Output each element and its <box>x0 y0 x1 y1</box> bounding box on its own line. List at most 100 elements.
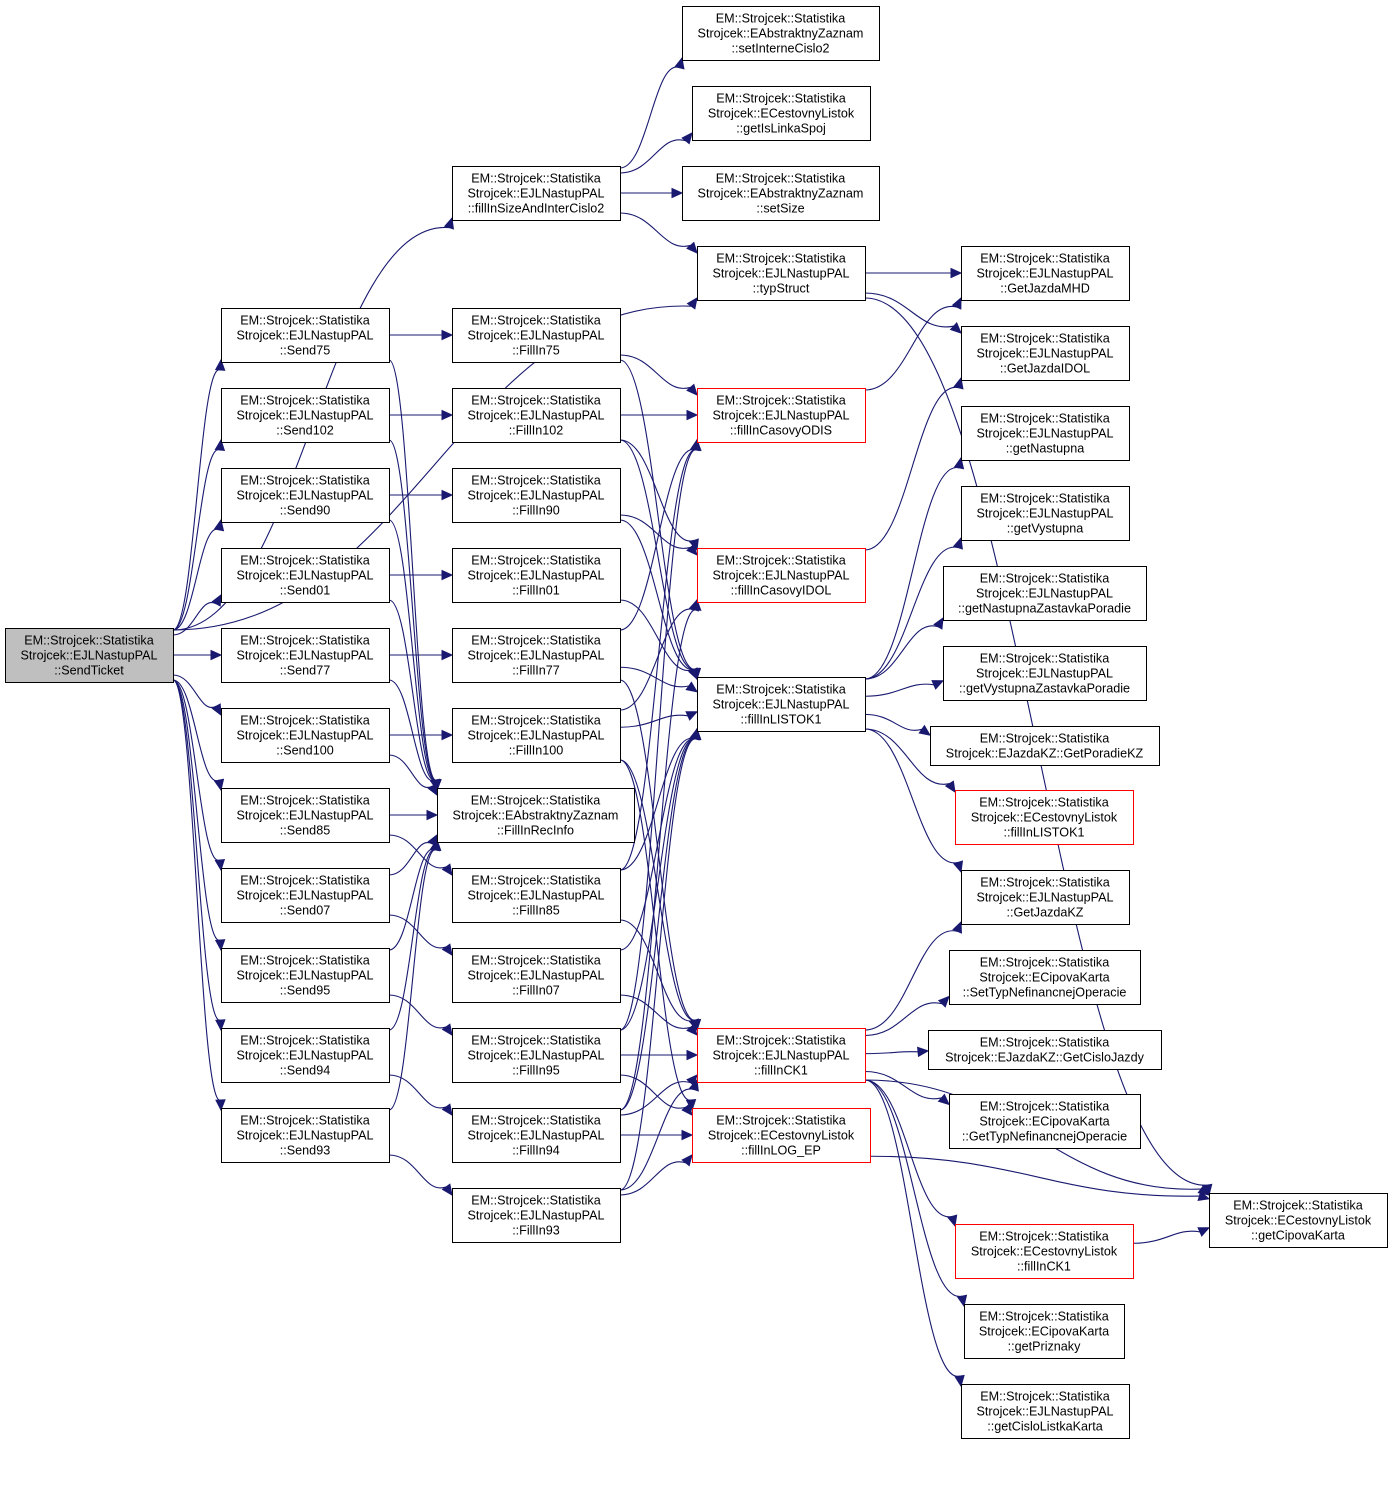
node-label-line: EM::Strojcek::Statistika <box>471 554 600 568</box>
node-ecestovny-listok-fill-in-ck1[interactable]: EM::Strojcek::StatistikaStrojcek::ECesto… <box>955 1224 1134 1279</box>
node-fill-in90[interactable]: EM::Strojcek::StatistikaStrojcek::EJLNas… <box>452 468 621 523</box>
arrowhead-icon <box>441 409 454 421</box>
node-fill-in-size-and-inter-cislo2[interactable]: EM::Strojcek::StatistikaStrojcek::EJLNas… <box>452 166 621 221</box>
edge-send01-to-fill-in01 <box>389 569 454 581</box>
edge-line <box>619 514 691 549</box>
node-label-line: ::FillIn77 <box>512 664 560 678</box>
node-fill-in93[interactable]: EM::Strojcek::StatistikaStrojcek::EJLNas… <box>452 1188 621 1243</box>
node-label-line: ::FillIn94 <box>512 1144 560 1158</box>
node-get-vystupna[interactable]: EM::Strojcek::StatistikaStrojcek::EJLNas… <box>961 486 1130 541</box>
node-send93[interactable]: EM::Strojcek::StatistikaStrojcek::EJLNas… <box>221 1108 390 1163</box>
node-label-line: EM::Strojcek::Statistika <box>471 954 600 968</box>
node-get-jazda-idol[interactable]: EM::Strojcek::StatistikaStrojcek::EJLNas… <box>961 326 1130 381</box>
node-box <box>452 708 621 763</box>
arrowhead-icon <box>952 920 962 934</box>
edge-line <box>619 994 691 1029</box>
node-box <box>697 548 866 603</box>
node-fill-in-ck1[interactable]: EM::Strojcek::StatistikaStrojcek::EJLNas… <box>697 1028 866 1083</box>
arrowhead-icon <box>687 667 698 681</box>
edge-send-ticket-to-send94 <box>172 679 226 1032</box>
node-get-poradie-kz[interactable]: EM::Strojcek::StatistikaStrojcek::EJazda… <box>930 726 1160 766</box>
arrowhead-icon <box>213 778 225 792</box>
node-fill-in-listok1[interactable]: EM::Strojcek::StatistikaStrojcek::EJLNas… <box>697 677 866 732</box>
arrowhead-icon <box>937 1093 950 1106</box>
node-label-line: EM::Strojcek::Statistika <box>471 474 600 488</box>
node-fill-in-casovy-idol[interactable]: EM::Strojcek::StatistikaStrojcek::EJLNas… <box>697 548 866 603</box>
node-get-vystupna-zastavka-poradie[interactable]: EM::Strojcek::StatistikaStrojcek::EJLNas… <box>943 646 1147 701</box>
node-label-line: ::getCisloListkaKarta <box>987 1420 1103 1434</box>
node-ecestovny-listok-fill-in-listok1[interactable]: EM::Strojcek::StatistikaStrojcek::ECesto… <box>955 790 1134 845</box>
node-get-jazda-kz[interactable]: EM::Strojcek::StatistikaStrojcek::EJLNas… <box>961 870 1130 925</box>
node-label-line: Strojcek::EJLNastupPAL <box>468 969 605 983</box>
node-label-line: ::FillIn90 <box>512 504 560 518</box>
arrowhead-icon <box>691 438 702 451</box>
node-label-line: EM::Strojcek::Statistika <box>716 394 845 408</box>
node-get-is-linka-spoj[interactable]: EM::Strojcek::StatistikaStrojcek::ECesto… <box>692 86 871 141</box>
arrowhead-icon <box>430 838 442 851</box>
node-set-size[interactable]: EM::Strojcek::StatistikaStrojcek::EAbstr… <box>682 166 880 221</box>
node-label-line: EM::Strojcek::Statistika <box>716 92 845 106</box>
node-send94[interactable]: EM::Strojcek::StatistikaStrojcek::EJLNas… <box>221 1028 390 1083</box>
edge-fill-in01-to-fill-in-listok1 <box>619 599 698 681</box>
node-fill-in77[interactable]: EM::Strojcek::StatistikaStrojcek::EJLNas… <box>452 628 621 683</box>
node-label-line: EM::Strojcek::Statistika <box>979 796 1108 810</box>
node-fill-in85[interactable]: EM::Strojcek::StatistikaStrojcek::EJLNas… <box>452 868 621 923</box>
node-get-cipova-karta[interactable]: EM::Strojcek::StatistikaStrojcek::ECesto… <box>1209 1193 1388 1248</box>
node-label-line: ::FillIn100 <box>509 744 564 758</box>
node-label-line: ::Send01 <box>280 584 330 598</box>
edge-line <box>619 738 697 1191</box>
edge-send102-to-fill-in102 <box>389 409 454 421</box>
node-label-line: Strojcek::EJLNastupPAL <box>468 729 605 743</box>
node-get-nastupna-zastavka-poradie[interactable]: EM::Strojcek::StatistikaStrojcek::EJLNas… <box>943 566 1147 621</box>
node-get-priznaky[interactable]: EM::Strojcek::StatistikaStrojcek::ECipov… <box>964 1304 1125 1359</box>
node-fill-in95[interactable]: EM::Strojcek::StatistikaStrojcek::EJLNas… <box>452 1028 621 1083</box>
node-get-jazda-mhd[interactable]: EM::Strojcek::StatistikaStrojcek::EJLNas… <box>961 246 1130 301</box>
edge-line <box>619 449 697 871</box>
node-send75[interactable]: EM::Strojcek::StatistikaStrojcek::EJLNas… <box>221 308 390 363</box>
edge-line <box>619 359 697 670</box>
node-box <box>930 726 1160 766</box>
node-label-line: ::GetJazdaIDOL <box>1000 362 1090 376</box>
node-send90[interactable]: EM::Strojcek::StatistikaStrojcek::EJLNas… <box>221 468 390 523</box>
arrowhead-icon <box>441 1023 453 1036</box>
node-send100[interactable]: EM::Strojcek::StatistikaStrojcek::EJLNas… <box>221 708 390 763</box>
node-send85[interactable]: EM::Strojcek::StatistikaStrojcek::EJLNas… <box>221 788 390 843</box>
node-fill-in94[interactable]: EM::Strojcek::StatistikaStrojcek::EJLNas… <box>452 1108 621 1163</box>
node-label-line: Strojcek::EJLNastupPAL <box>713 267 850 281</box>
edge-line <box>864 546 959 680</box>
arrowhead-icon <box>214 358 226 371</box>
node-typ-struct[interactable]: EM::Strojcek::StatistikaStrojcek::EJLNas… <box>697 246 866 301</box>
node-box <box>221 708 390 763</box>
node-get-cislo-jazdy[interactable]: EM::Strojcek::StatistikaStrojcek::EJazda… <box>928 1030 1162 1070</box>
node-fill-in01[interactable]: EM::Strojcek::StatistikaStrojcek::EJLNas… <box>452 548 621 603</box>
node-set-interne-cislo2[interactable]: EM::Strojcek::StatistikaStrojcek::EAbstr… <box>682 6 880 61</box>
node-send-ticket[interactable]: EM::Strojcek::StatistikaStrojcek::EJLNas… <box>5 628 174 683</box>
node-label-line: EM::Strojcek::Statistika <box>716 683 845 697</box>
node-send77[interactable]: EM::Strojcek::StatistikaStrojcek::EJLNas… <box>221 628 390 683</box>
node-get-typ-nefinancnej-operacie[interactable]: EM::Strojcek::StatistikaStrojcek::ECipov… <box>949 1094 1141 1149</box>
node-send01[interactable]: EM::Strojcek::StatistikaStrojcek::EJLNas… <box>221 548 390 603</box>
node-set-typ-nefinancnej-operacie[interactable]: EM::Strojcek::StatistikaStrojcek::ECipov… <box>949 950 1141 1005</box>
node-label-line: EM::Strojcek::Statistika <box>980 1100 1109 1114</box>
node-get-nastupna[interactable]: EM::Strojcek::StatistikaStrojcek::EJLNas… <box>961 406 1130 461</box>
node-send07[interactable]: EM::Strojcek::StatistikaStrojcek::EJLNas… <box>221 868 390 923</box>
node-fill-in-log-ep[interactable]: EM::Strojcek::StatistikaStrojcek::ECesto… <box>692 1108 871 1163</box>
node-get-cislo-listka-karta[interactable]: EM::Strojcek::StatistikaStrojcek::EJLNas… <box>961 1384 1130 1439</box>
node-fill-in102[interactable]: EM::Strojcek::StatistikaStrojcek::EJLNas… <box>452 388 621 443</box>
node-fill-in-casovy-odis[interactable]: EM::Strojcek::StatistikaStrojcek::EJLNas… <box>697 388 866 443</box>
node-box <box>697 677 866 732</box>
node-send102[interactable]: EM::Strojcek::StatistikaStrojcek::EJLNas… <box>221 388 390 443</box>
node-label-line: ::fillInLISTOK1 <box>1004 826 1085 840</box>
node-fill-in-rec-info[interactable]: EM::Strojcek::StatistikaStrojcek::EAbstr… <box>437 788 635 843</box>
edge-send93-to-fill-in93 <box>388 1154 453 1196</box>
node-label-line: EM::Strojcek::Statistika <box>716 12 845 26</box>
arrowhead-icon <box>441 729 454 741</box>
node-fill-in100[interactable]: EM::Strojcek::StatistikaStrojcek::EJLNas… <box>452 708 621 763</box>
node-label-line: ::fillInLISTOK1 <box>741 713 822 727</box>
edge-send102-to-fill-in-rec-info <box>388 439 442 792</box>
node-send95[interactable]: EM::Strojcek::StatistikaStrojcek::EJLNas… <box>221 948 390 1003</box>
arrowhead-icon <box>211 593 222 607</box>
node-fill-in75[interactable]: EM::Strojcek::StatistikaStrojcek::EJLNas… <box>452 308 621 363</box>
node-fill-in07[interactable]: EM::Strojcek::StatistikaStrojcek::EJLNas… <box>452 948 621 1003</box>
